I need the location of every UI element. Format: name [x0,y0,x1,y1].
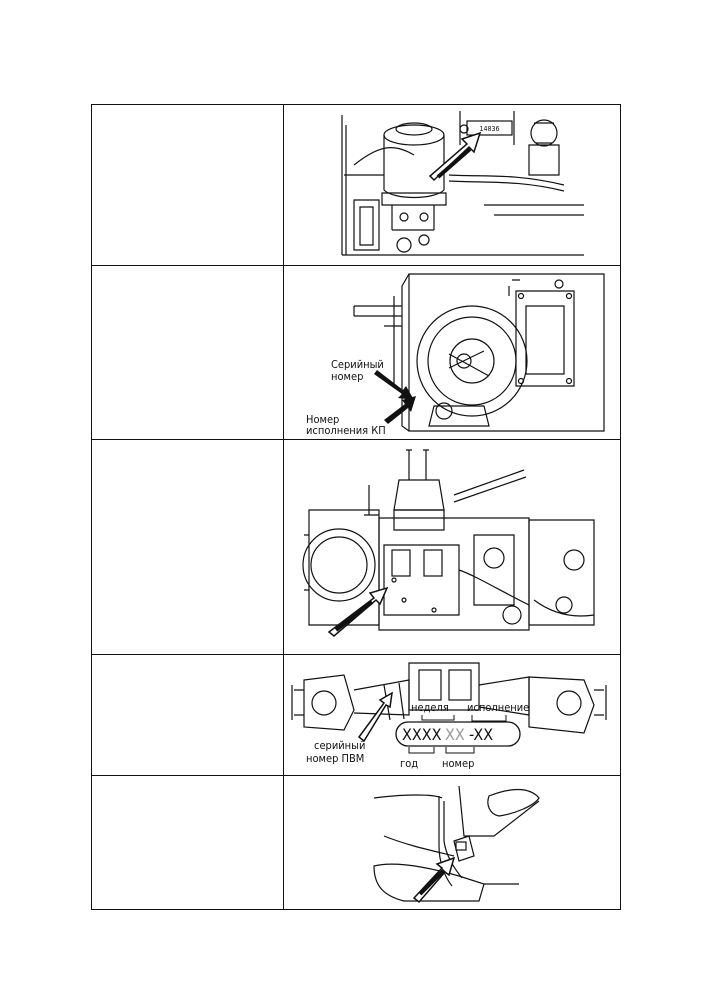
engine-drawing: 14836 [341,111,584,256]
drawing-cell: Серийный номер Номер исполнения КП [283,265,621,440]
caption-cell [91,439,284,655]
execution-label: исполнение [467,701,529,714]
serial-pvm-line1: серийный [314,739,365,752]
version-label-line1: Номер [306,413,339,426]
pointer-arrow-icon [374,370,416,424]
caption-cell [91,265,284,440]
pointer-arrow-icon [428,131,482,182]
drawing-cell: 14836 [283,104,621,266]
year-label: год [400,757,418,770]
table-row: неделя исполнение XXXX XX -XX год номер … [91,654,621,776]
drawing-cell [283,439,621,655]
code-capsule [395,721,521,747]
caption-cell [91,775,284,910]
pointer-arrow-icon [412,856,456,904]
week-label: неделя [411,701,449,714]
serial-label-line2: номер [331,370,363,383]
table-row: 14836 [91,104,621,266]
gearbox-drawing: Серийный номер Номер исполнения КП [306,273,605,437]
code-part-b: XX [445,725,465,744]
number-label: номер [442,757,474,770]
caption-cell [91,654,284,776]
figure-table: 14836 [91,104,621,910]
drawing-cell: неделя исполнение XXXX XX -XX год номер … [283,654,621,776]
table-row [91,775,621,910]
cabin-drawing [373,785,540,904]
axle-drawing: неделя исполнение XXXX XX -XX год номер … [291,662,607,770]
drawing-cell [283,775,621,910]
version-label-line2: исполнения КП [306,424,386,437]
table-row [91,439,621,655]
serial-label-line1: Серийный [331,358,384,371]
pointer-arrow-icon [357,691,393,743]
code-part-c: -XX [469,725,493,744]
caption-cell [91,104,284,266]
table-row: Серийный номер Номер исполнения КП [91,265,621,440]
stamp-number: 14836 [479,125,499,133]
serial-pvm-line2: номер ПВМ [306,752,364,765]
pointer-arrow-icon [327,586,389,637]
transmission-drawing [302,449,595,637]
code-part-a: XXXX [402,725,442,744]
